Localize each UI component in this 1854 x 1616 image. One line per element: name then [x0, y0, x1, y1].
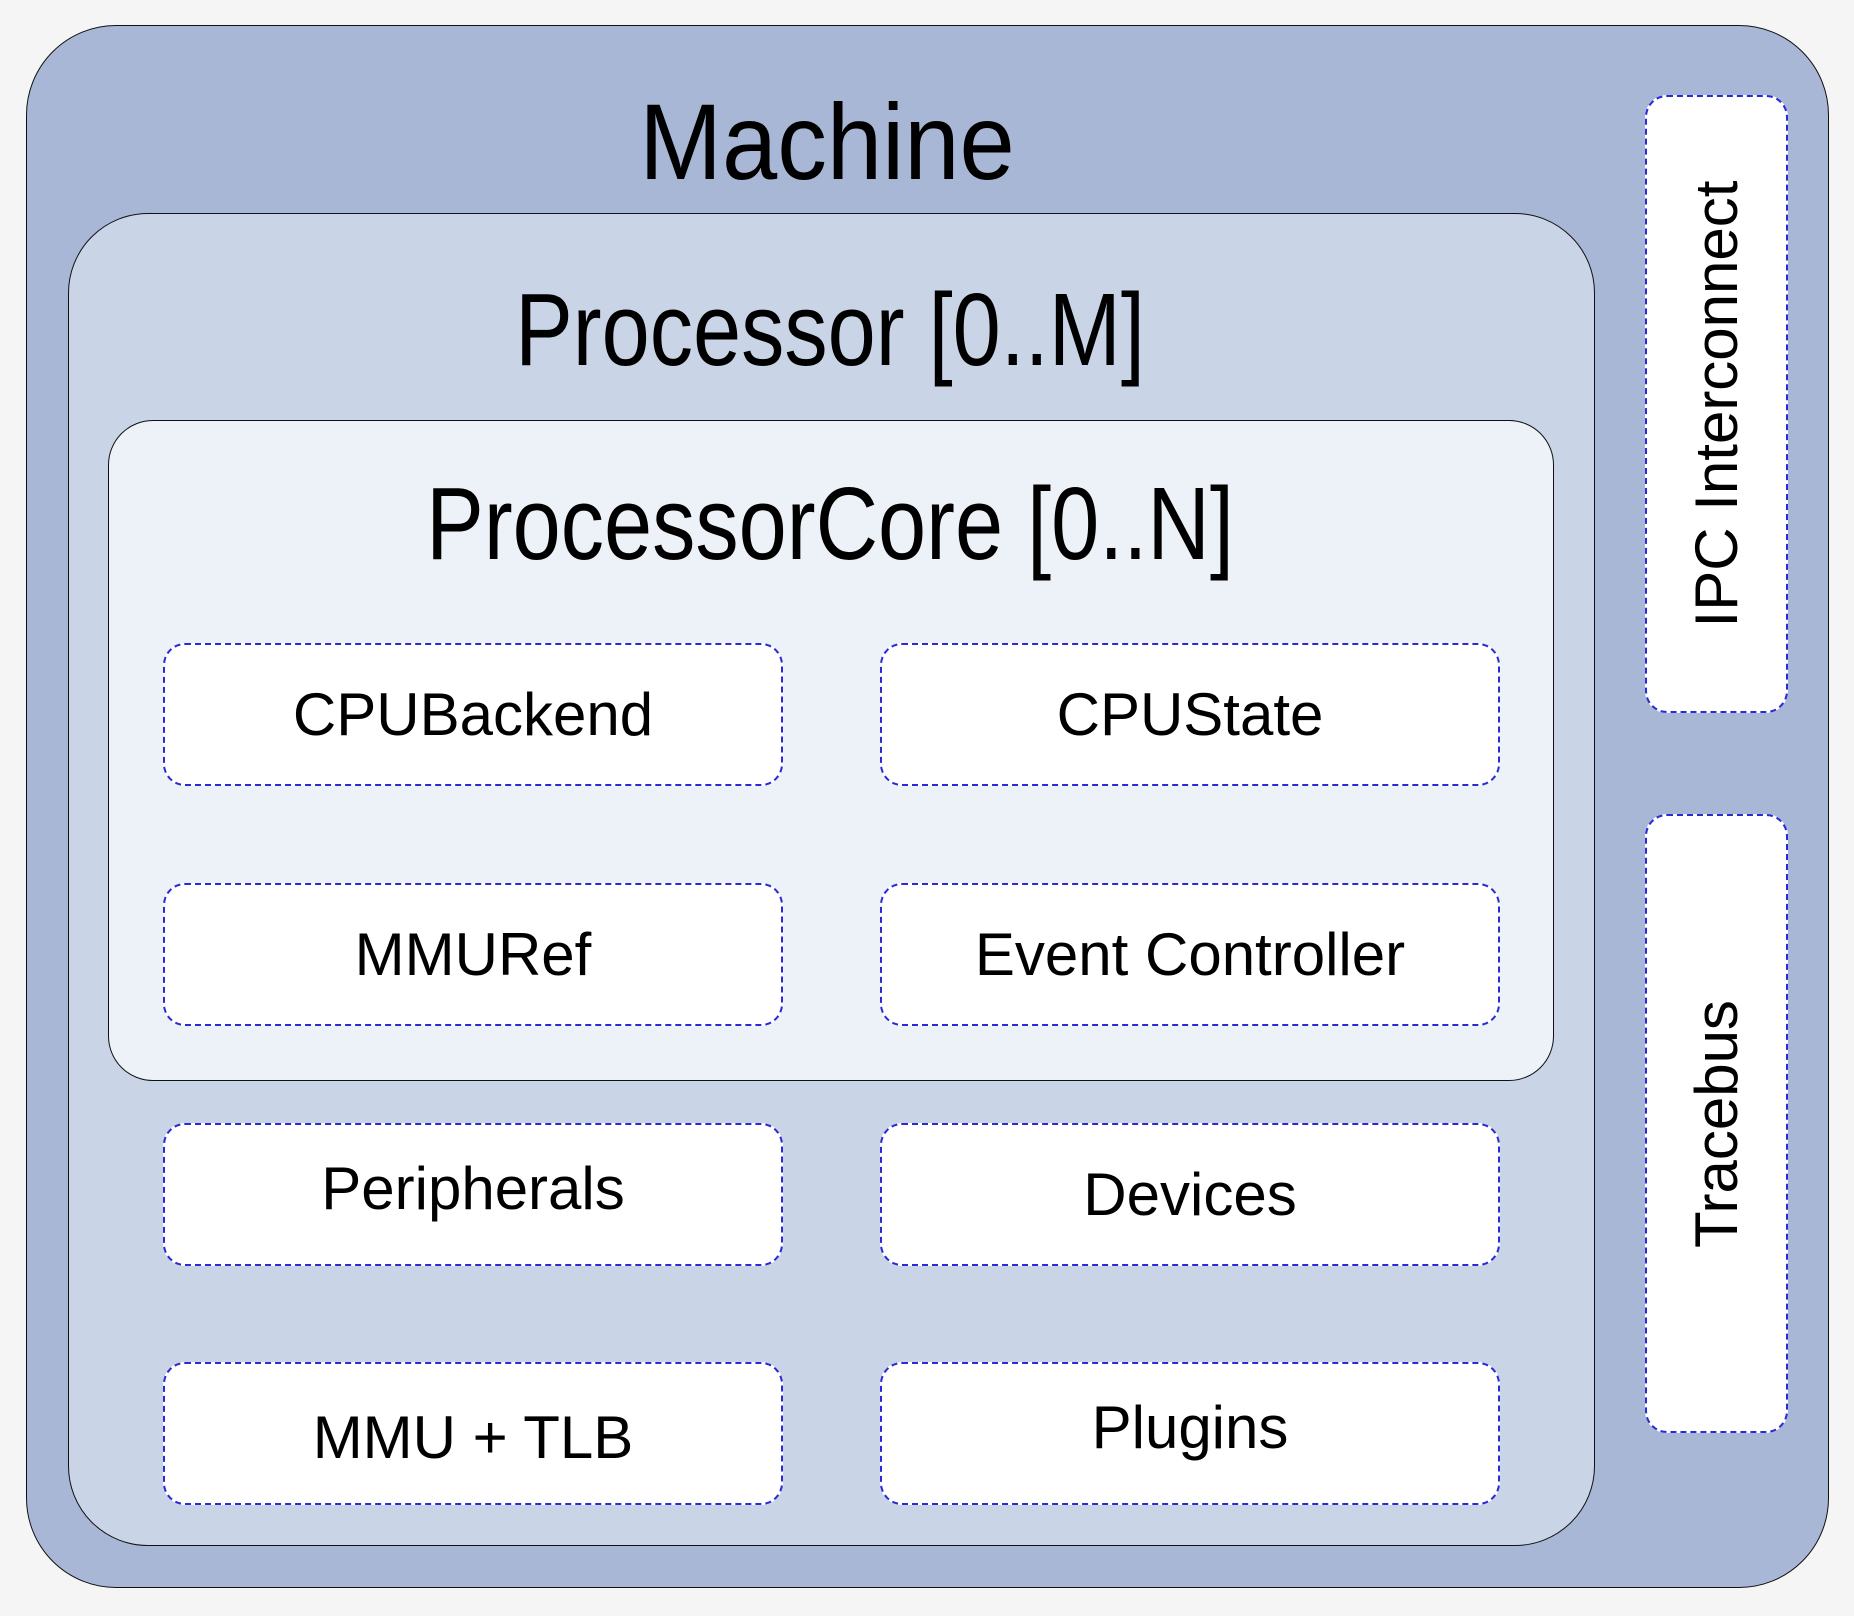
plugins-box: Plugins — [880, 1362, 1500, 1505]
cpu-backend-label: CPUBackend — [292, 680, 654, 748]
devices-box: Devices — [880, 1123, 1500, 1266]
cpu-backend-box: CPUBackend — [163, 643, 783, 786]
event-controller-label: Event Controller — [974, 920, 1406, 988]
machine-title: Machine — [639, 81, 1015, 202]
plugins-label: Plugins — [1091, 1393, 1289, 1461]
peripherals-box: Peripherals — [163, 1123, 783, 1266]
tracebus-label: Tracebus — [1682, 999, 1750, 1248]
ipc-interconnect-label: IPC Interconnect — [1682, 180, 1750, 628]
ipc-interconnect-box: IPC Interconnect — [1645, 95, 1788, 713]
processor-core-title: ProcessorCore [0..N] — [426, 466, 1234, 581]
tracebus-box: Tracebus — [1645, 814, 1788, 1433]
processor-title: Processor [0..M] — [515, 272, 1145, 387]
devices-label: Devices — [1083, 1160, 1297, 1228]
mmu-tlb-label: MMU + TLB — [312, 1403, 634, 1471]
mmu-tlb-box: MMU + TLB — [163, 1362, 783, 1505]
peripherals-label: Peripherals — [321, 1154, 625, 1222]
event-controller-box: Event Controller — [880, 883, 1500, 1026]
cpu-state-label: CPUState — [1056, 680, 1324, 748]
cpu-state-box: CPUState — [880, 643, 1500, 786]
mmu-ref-box: MMURef — [163, 883, 783, 1026]
mmu-ref-label: MMURef — [354, 920, 592, 988]
